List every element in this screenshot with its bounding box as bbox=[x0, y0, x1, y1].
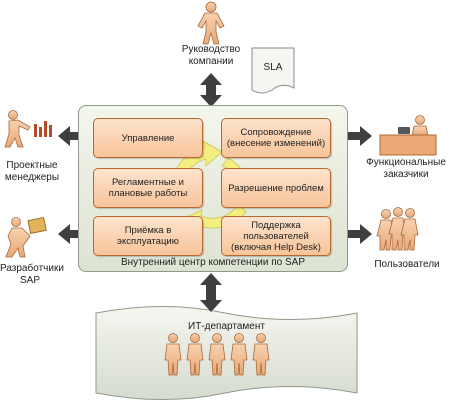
management-figure-icon bbox=[197, 1, 225, 45]
process-scheduled-work[interactable]: Регламентные и плановые работы bbox=[93, 168, 203, 208]
users-label: Пользователи bbox=[374, 259, 440, 270]
sla-document-icon bbox=[251, 47, 295, 94]
process-user-support[interactable]: Поддержка пользователей (включая Help De… bbox=[221, 216, 331, 256]
functional-customer-figure-icon bbox=[379, 115, 437, 156]
sla-label: SLA bbox=[263, 62, 283, 73]
sap-developer-figure-icon bbox=[5, 216, 47, 258]
sap-developers-label: Разработчики SAP bbox=[0, 263, 64, 286]
it-department-label: ИТ-департамент bbox=[188, 321, 265, 332]
project-managers-label: Проектные менеджеры bbox=[4, 160, 60, 183]
it-department-shape bbox=[95, 306, 358, 400]
project-manager-figure-icon bbox=[4, 110, 52, 148]
process-maintenance[interactable]: Сопровождение (внесение изменений) bbox=[221, 118, 331, 158]
management-label: Руководство компании bbox=[181, 44, 241, 67]
competence-center-title: Внутренний центр компетенции по SAP bbox=[120, 257, 306, 268]
process-acceptance[interactable]: Приёмка в эксплуатацию bbox=[93, 216, 203, 256]
process-problem-resolution[interactable]: Разрешение проблем bbox=[221, 168, 331, 208]
functional-customers-label: Функциональные заказчики bbox=[366, 157, 446, 180]
users-group-icon bbox=[376, 207, 419, 251]
process-governance[interactable]: Управление bbox=[93, 118, 203, 158]
